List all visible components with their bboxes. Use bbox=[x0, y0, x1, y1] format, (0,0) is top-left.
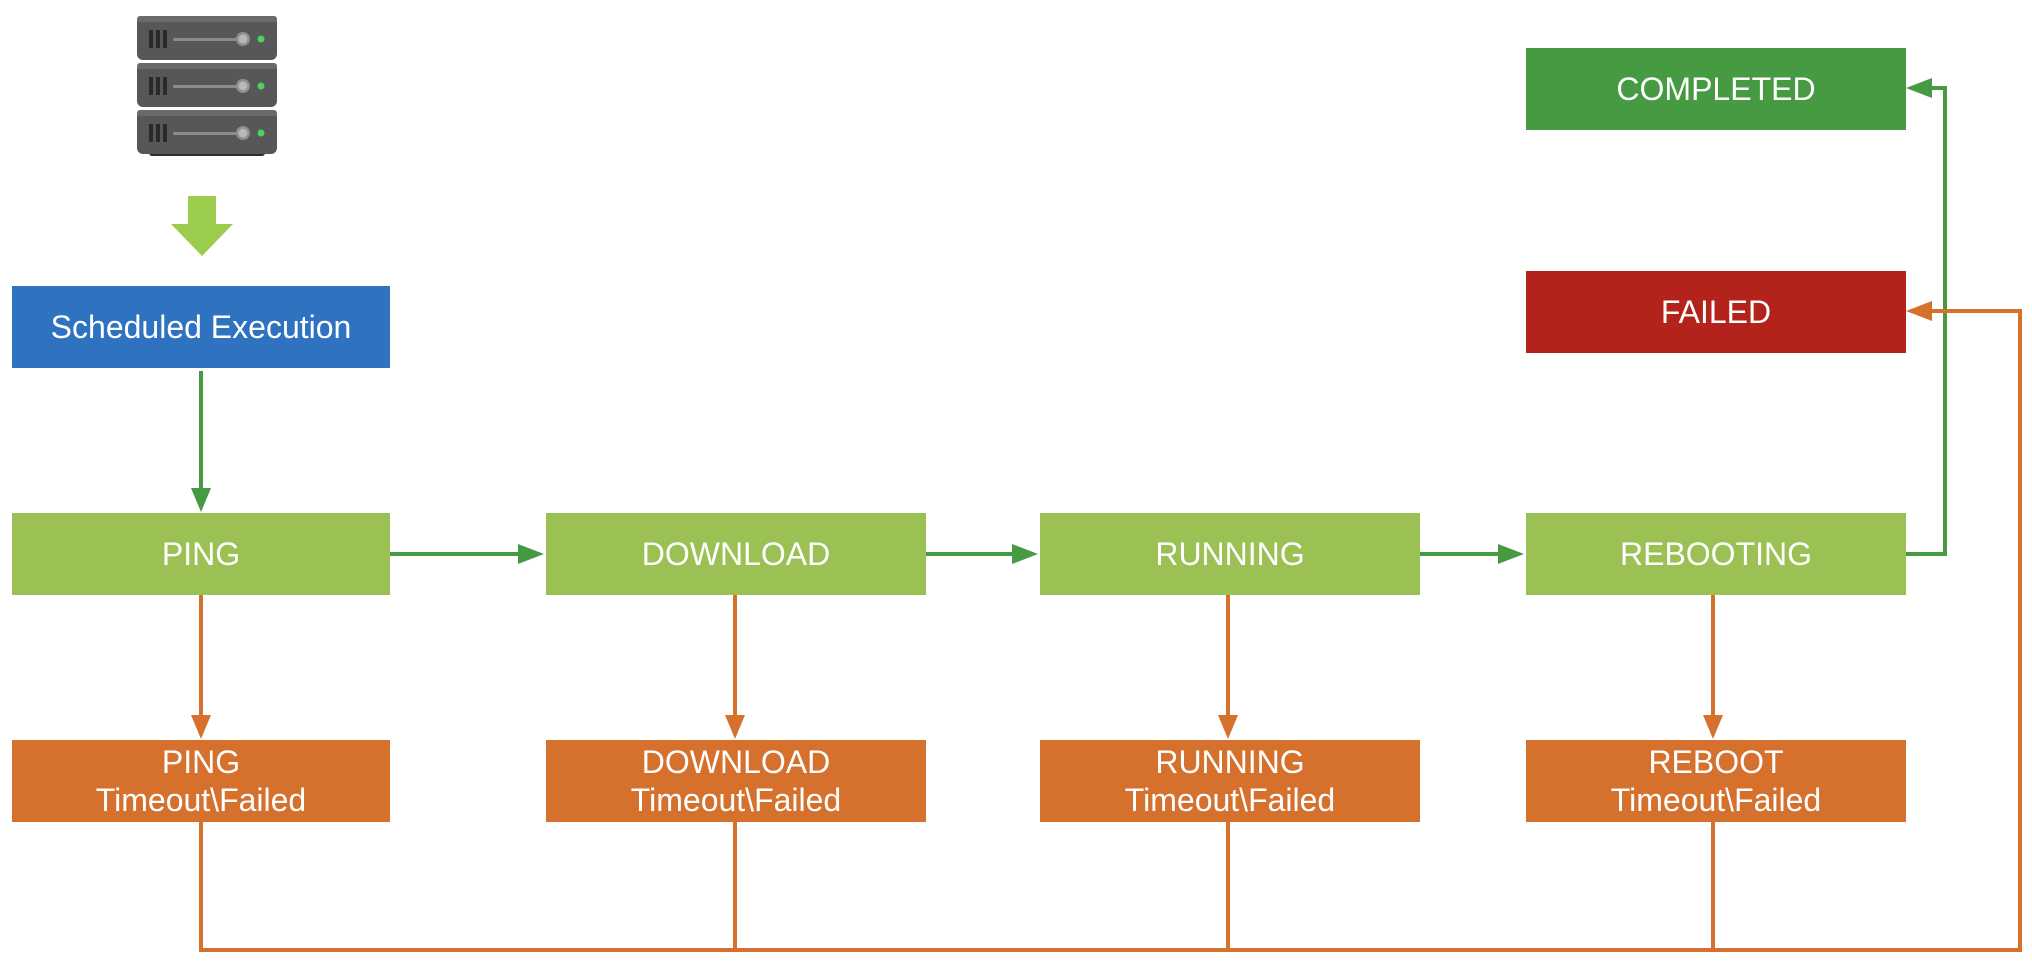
arrowhead-running-timeout bbox=[1218, 715, 1238, 739]
node-label: PING bbox=[161, 536, 241, 572]
node-ping-timeout: PING Timeout\Failed bbox=[12, 740, 390, 822]
arrowhead-rebooting bbox=[1498, 544, 1524, 564]
arrowhead-ping-timeout bbox=[191, 715, 211, 739]
arrowhead-reboot-timeout bbox=[1703, 715, 1723, 739]
node-download-timeout: DOWNLOAD Timeout\Failed bbox=[546, 740, 926, 822]
arrowhead-failed bbox=[1906, 301, 1932, 321]
node-label: RUNNING bbox=[1155, 536, 1305, 572]
arrowhead-download bbox=[518, 544, 544, 564]
node-reboot-timeout: REBOOT Timeout\Failed bbox=[1526, 740, 1906, 822]
node-label: DOWNLOAD bbox=[641, 536, 831, 572]
arrowhead-running bbox=[1012, 544, 1038, 564]
arrowhead-download-timeout bbox=[725, 715, 745, 739]
node-running-timeout: RUNNING Timeout\Failed bbox=[1040, 740, 1420, 822]
server-rack-icon bbox=[137, 16, 277, 156]
node-label-line1: PING bbox=[161, 744, 241, 780]
node-label-line1: RUNNING bbox=[1155, 744, 1305, 780]
arrowhead-ping bbox=[191, 488, 211, 512]
node-rebooting: REBOOTING bbox=[1526, 513, 1906, 595]
node-completed: COMPLETED bbox=[1526, 48, 1906, 130]
node-label-line2: Timeout\Failed bbox=[95, 782, 307, 818]
node-label: COMPLETED bbox=[1616, 71, 1816, 107]
node-scheduled-execution: Scheduled Execution bbox=[12, 286, 390, 368]
down-arrow-icon bbox=[171, 196, 233, 256]
node-label-line1: REBOOT bbox=[1648, 744, 1784, 780]
node-label-line2: Timeout\Failed bbox=[1610, 782, 1822, 818]
node-download: DOWNLOAD bbox=[546, 513, 926, 595]
edge-timeouts-to-failed bbox=[199, 309, 2022, 952]
node-label-line1: DOWNLOAD bbox=[641, 744, 831, 780]
node-label-line2: Timeout\Failed bbox=[630, 782, 842, 818]
arrowhead-completed bbox=[1906, 78, 1932, 98]
node-label: FAILED bbox=[1660, 294, 1772, 330]
edge-rebooting-to-completed bbox=[1904, 86, 1947, 556]
node-label: REBOOTING bbox=[1619, 536, 1812, 572]
node-failed: FAILED bbox=[1526, 271, 1906, 353]
node-ping: PING bbox=[12, 513, 390, 595]
node-label-line2: Timeout\Failed bbox=[1124, 782, 1336, 818]
node-running: RUNNING bbox=[1040, 513, 1420, 595]
node-label: Scheduled Execution bbox=[50, 309, 352, 345]
